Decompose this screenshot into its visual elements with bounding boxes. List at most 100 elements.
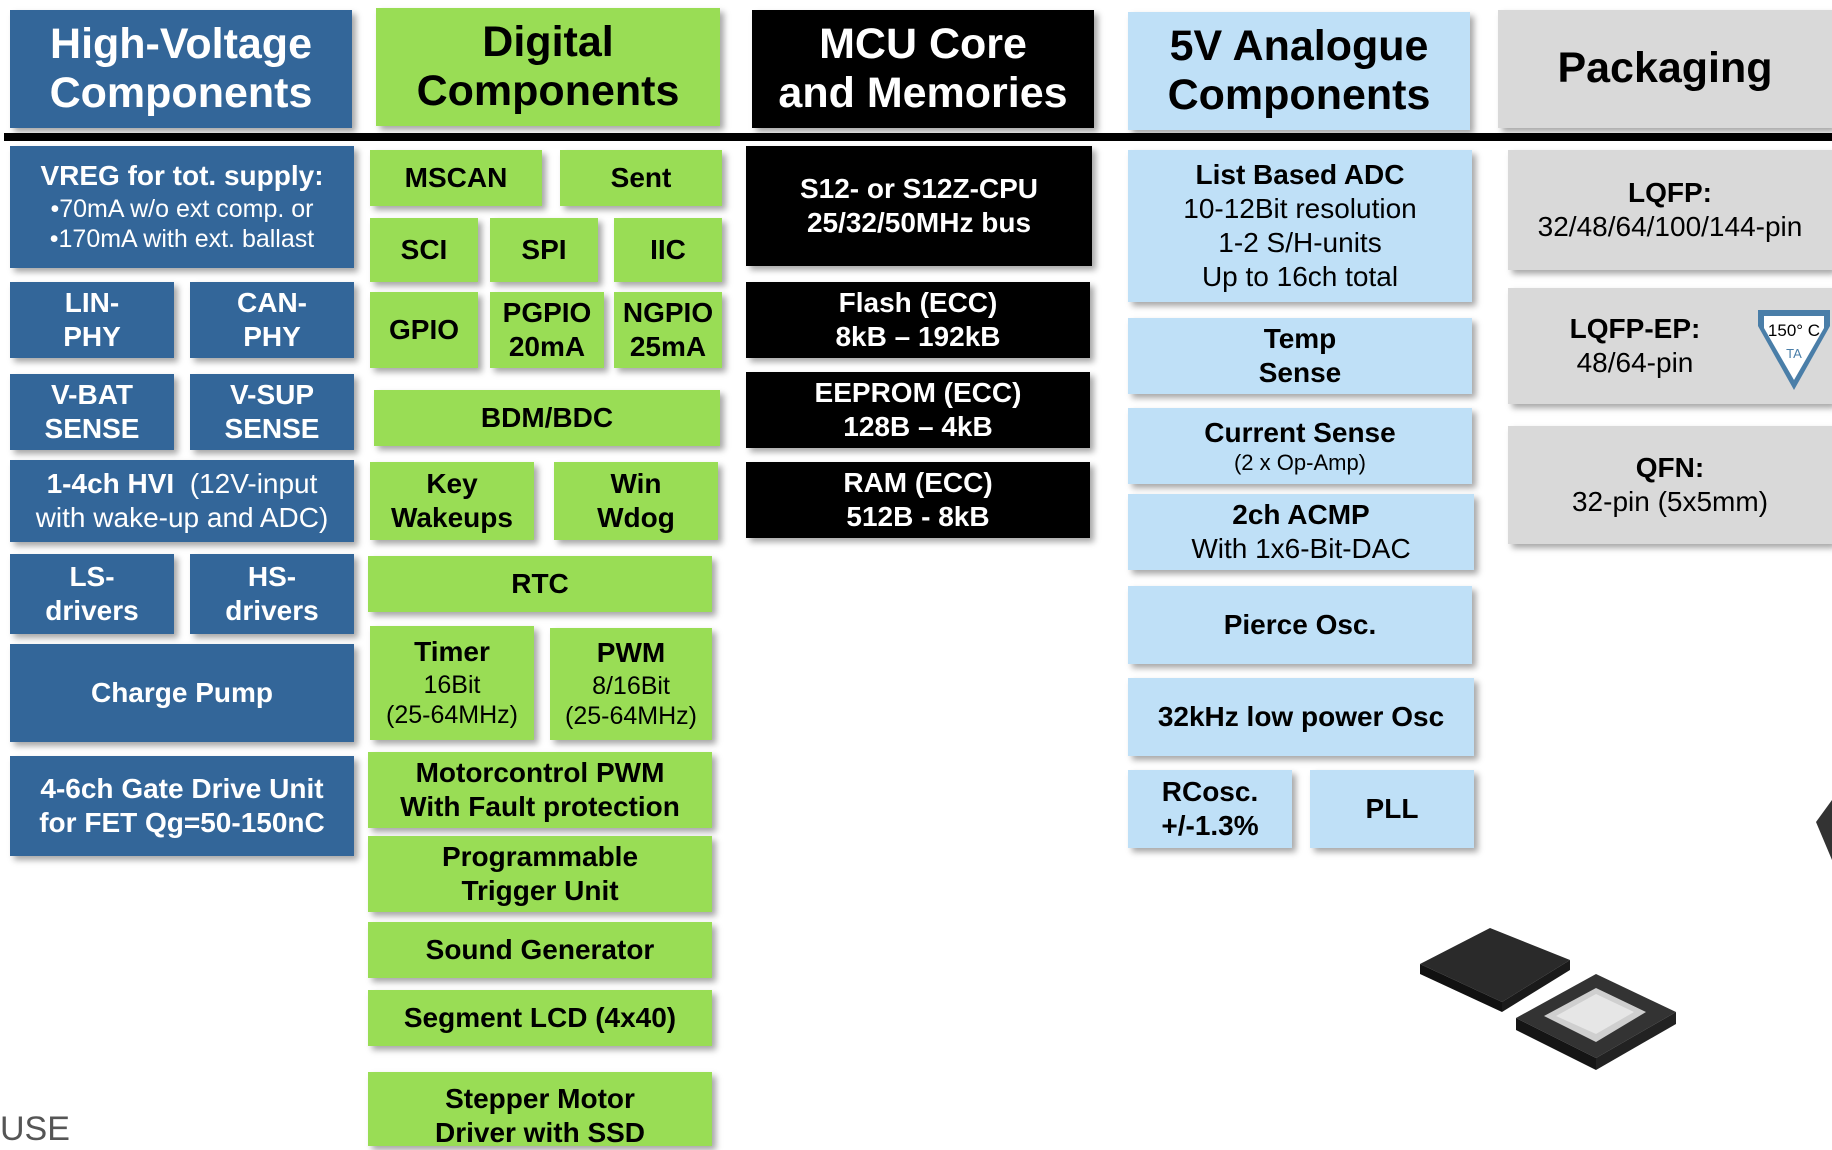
mscan-block: MSCAN bbox=[370, 150, 542, 206]
header-digital-line1: Digital bbox=[482, 17, 614, 66]
qfn-block: QFN: 32-pin (5x5mm) bbox=[1508, 426, 1832, 544]
pwm-line1: PWM bbox=[596, 637, 666, 669]
lp-osc-label: 32kHz low power Osc bbox=[1157, 700, 1445, 732]
lcd-label: Segment LCD (4x40) bbox=[403, 1001, 677, 1033]
header-packaging: Packaging bbox=[1498, 10, 1832, 128]
temp-line2: Sense bbox=[1258, 357, 1342, 388]
gpio-label: GPIO bbox=[388, 313, 459, 345]
spi-block: SPI bbox=[490, 218, 598, 282]
vreg-bullet-2: •170mA with ext. ballast bbox=[49, 225, 315, 254]
lqfp-line2: 32/48/64/100/144-pin bbox=[1537, 211, 1803, 242]
trigger-unit-block: Programmable Trigger Unit bbox=[368, 836, 712, 912]
lqfp-block: LQFP: 32/48/64/100/144-pin bbox=[1508, 150, 1832, 270]
iic-label: IIC bbox=[650, 233, 686, 265]
ls-line2: drivers bbox=[45, 595, 139, 626]
vsup-line2: SENSE bbox=[224, 413, 320, 444]
sound-label: Sound Generator bbox=[425, 933, 655, 965]
ram-line2: 512B - 8kB bbox=[846, 501, 990, 532]
flash-block: Flash (ECC) 8kB – 192kB bbox=[746, 282, 1090, 358]
lin-phy-line2: PHY bbox=[63, 321, 121, 352]
ram-block: RAM (ECC) 512B - 8kB bbox=[746, 462, 1090, 538]
stepper-line1: Stepper Motor bbox=[445, 1083, 635, 1114]
adc-line4: Up to 16ch total bbox=[1201, 261, 1399, 293]
vreg-title: VREG for tot. supply: bbox=[40, 160, 324, 192]
eeprom-line1: EEPROM (ECC) bbox=[814, 376, 1022, 408]
adc-line1: List Based ADC bbox=[1195, 158, 1405, 190]
eeprom-line2: 128B – 4kB bbox=[843, 411, 993, 442]
adc-line2: 10-12Bit resolution bbox=[1183, 192, 1417, 224]
cropped-chip-fragment bbox=[1816, 800, 1832, 860]
pll-label: PLL bbox=[1365, 792, 1419, 824]
gdu-block: 4-6ch Gate Drive Unit for FET Qg=50-150n… bbox=[10, 756, 354, 856]
temp-line1: Temp bbox=[1263, 322, 1337, 354]
timer-line2: 16Bit bbox=[423, 670, 481, 699]
header-analog-line1: 5V Analogue bbox=[1169, 21, 1429, 70]
flash-line2: 8kB – 192kB bbox=[835, 321, 1001, 352]
bdm-label: BDM/BDC bbox=[480, 401, 614, 433]
lin-phy-line1: LIN- bbox=[64, 286, 120, 318]
pwm-line3: (25-64MHz) bbox=[565, 702, 697, 731]
header-mcu-line2: and Memories bbox=[778, 69, 1068, 117]
qfn-chip-illustration bbox=[1420, 928, 1676, 1070]
win-wdog-block: Win Wdog bbox=[554, 462, 718, 540]
acmp-line1: 2ch ACMP bbox=[1232, 498, 1370, 530]
charge-pump-label: Charge Pump bbox=[90, 676, 274, 708]
cpu-block: S12- or S12Z-CPU 25/32/50MHz bus bbox=[746, 146, 1092, 266]
header-hv-line2: Components bbox=[49, 69, 313, 117]
lqfp-line1: LQFP: bbox=[1628, 176, 1712, 208]
hvi-bold: 1-4ch HVI bbox=[46, 467, 175, 499]
can-phy-line2: PHY bbox=[243, 321, 301, 352]
sound-generator-block: Sound Generator bbox=[368, 922, 712, 978]
qfn-line2: 32-pin (5x5mm) bbox=[1571, 486, 1769, 517]
can-phy-line1: CAN- bbox=[237, 286, 307, 318]
pierce-osc-block: Pierce Osc. bbox=[1128, 586, 1472, 664]
win-line2: Wdog bbox=[597, 502, 675, 533]
gdu-line1: 4-6ch Gate Drive Unit bbox=[40, 772, 324, 804]
vreg-bullet-1: •70mA w/o ext comp. or bbox=[50, 194, 314, 223]
current-line2: (2 x Op-Amp) bbox=[1233, 449, 1367, 475]
timer-line3: (25-64MHz) bbox=[386, 701, 518, 730]
rtc-block: RTC bbox=[368, 556, 712, 612]
lp-osc-block: 32kHz low power Osc bbox=[1128, 678, 1474, 756]
ptu-line1: Programmable bbox=[441, 840, 639, 872]
ngpio-block: NGPIO 25mA bbox=[614, 292, 722, 368]
pwm-line2: 8/16Bit bbox=[592, 671, 670, 700]
hvi-rest: (12V-input bbox=[189, 467, 318, 499]
adc-block: List Based ADC 10-12Bit resolution 1-2 S… bbox=[1128, 150, 1472, 302]
bdm-block: BDM/BDC bbox=[374, 390, 720, 446]
lqfp-ep-line2: 48/64-pin bbox=[1576, 347, 1694, 378]
adc-line3: 1-2 S/H-units bbox=[1218, 227, 1382, 258]
sent-block: Sent bbox=[560, 150, 722, 206]
lqfp-ep-line1: LQFP-EP: bbox=[1569, 312, 1701, 344]
motor-line2: With Fault protection bbox=[400, 791, 680, 822]
hvi-block: 1-4ch HVI (12V-input with wake-up and AD… bbox=[10, 460, 354, 542]
vsup-line1: V-SUP bbox=[229, 378, 315, 410]
vbat-line1: V-BAT bbox=[51, 378, 133, 410]
ptu-line2: Trigger Unit bbox=[461, 875, 619, 906]
header-divider bbox=[4, 133, 1832, 141]
header-digital-line2: Components bbox=[416, 67, 680, 115]
spi-label: SPI bbox=[521, 233, 567, 265]
charge-pump-block: Charge Pump bbox=[10, 644, 354, 742]
qfn-line1: QFN: bbox=[1635, 451, 1705, 483]
cpu-line2: 25/32/50MHz bus bbox=[806, 207, 1032, 238]
vsup-sense-block: V-SUP SENSE bbox=[190, 374, 354, 450]
temperature-shield-icon: 150° C TA bbox=[1758, 310, 1830, 390]
lin-phy-block: LIN- PHY bbox=[10, 282, 174, 358]
header-analog: 5V Analogue Components bbox=[1128, 12, 1470, 130]
acmp-block: 2ch ACMP With 1x6-Bit-DAC bbox=[1128, 494, 1474, 570]
iic-block: IIC bbox=[614, 218, 722, 282]
mscan-label: MSCAN bbox=[404, 161, 508, 193]
ram-line1: RAM (ECC) bbox=[843, 466, 993, 498]
vreg-block: VREG for tot. supply: •70mA w/o ext comp… bbox=[10, 146, 354, 268]
pwm-block: PWM 8/16Bit (25-64MHz) bbox=[550, 628, 712, 740]
key-wakeups-block: Key Wakeups bbox=[370, 462, 534, 540]
motorcontrol-pwm-block: Motorcontrol PWM With Fault protection bbox=[368, 752, 712, 828]
sent-label: Sent bbox=[610, 161, 672, 193]
hs-line1: HS- bbox=[247, 560, 297, 592]
rtc-label: RTC bbox=[511, 567, 569, 599]
acmp-line2: With 1x6-Bit-DAC bbox=[1191, 533, 1411, 564]
ls-drivers-block: LS- drivers bbox=[10, 554, 174, 634]
sci-block: SCI bbox=[370, 218, 478, 282]
ngpio-line2: 25mA bbox=[629, 331, 707, 362]
